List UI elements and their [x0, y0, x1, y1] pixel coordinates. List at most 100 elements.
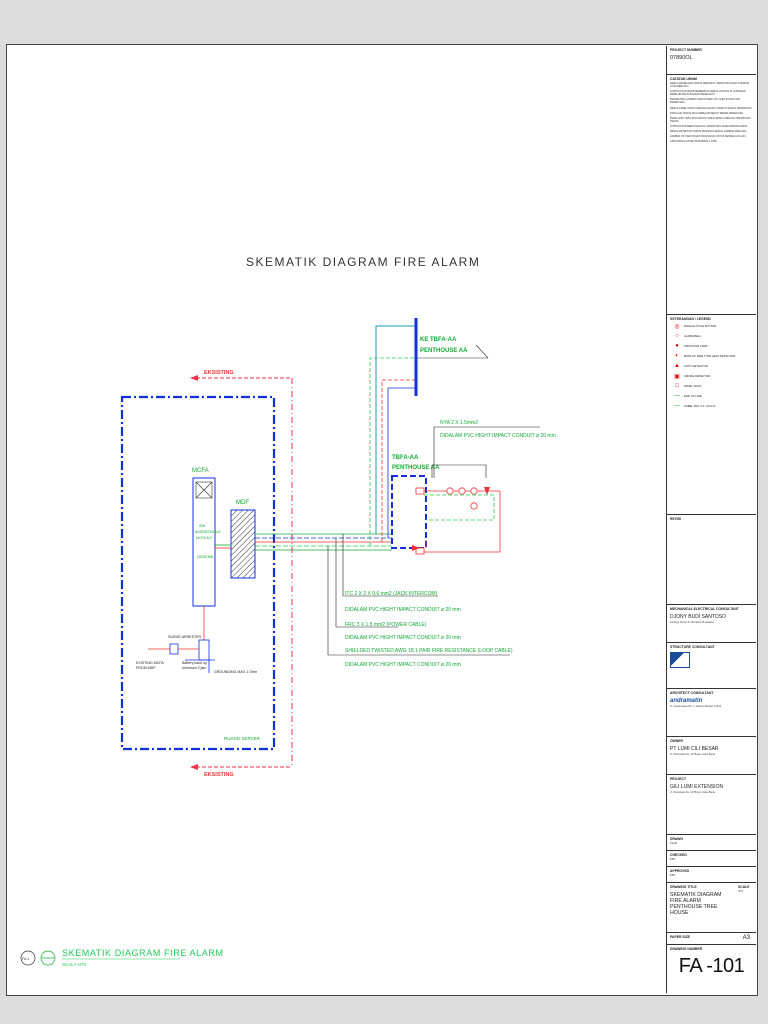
tb-paper: PAPER SIZE A3: [667, 932, 756, 944]
device-4-icon: [470, 502, 478, 510]
structure-logo-icon: [670, 652, 690, 668]
tbfa-2: PENTHOUSE AA: [392, 465, 440, 471]
tb-project-label: PROJECT: [670, 777, 687, 781]
tb-owner-name: PT LUMI CILI BESAR: [670, 746, 719, 752]
tb-drawn-value: TEAM: [670, 842, 678, 845]
battery-box: [198, 639, 210, 661]
tb-architect-name: andramatin: [670, 698, 703, 704]
surge-label: SURGE ARRESTER: [168, 635, 202, 639]
tb-number-value: FA -101: [678, 955, 745, 977]
cable-2a: FRC 3 X 1.5 mm2 (POWER CABLE): [345, 622, 427, 628]
tb-revisi: REVISI: [667, 514, 756, 604]
tb-drawn-label: DRAWN: [670, 837, 683, 841]
cable-1b: DIDALAM PVC HIGHT IMPACT CONDUIT ø 20 mm: [345, 607, 461, 613]
tbfa-top-2: PENTHOUSE AA: [420, 348, 468, 354]
end-of-line-icon: [484, 487, 490, 495]
tb-owner-label: OWNER: [670, 739, 683, 743]
legend-text: SMOKE DETECTOR: [684, 374, 711, 378]
legend-text: END OF LINE: [684, 394, 702, 398]
tb-note: PERUBAHAN GAMBAR HARUS DISETUJUI OLEH KO…: [670, 98, 741, 105]
cable-1a: ITC 2 X 2 X 0,6 mm2 (JACK INTERCOM): [345, 591, 438, 597]
tb-notes-label: CATATAN UMUM: [670, 77, 697, 81]
battery-1: Battery back up: [182, 661, 207, 665]
legend-row: ◐RATE OF RISE TYPE HEAT DETECTOR: [670, 351, 753, 361]
tb-scale-value: NTS: [738, 890, 744, 893]
cable-3a: SHIELDED TWISTED AWG 18 1 PAIR FIRE RESI…: [345, 648, 513, 654]
tb-legend-label: KETERANGAN / LEGEND: [670, 317, 711, 321]
from-panel-2: FROM MDP: [136, 666, 156, 670]
tb-architect-sub: Jl. Cipete Raya No. 1 Jakarta Selatan 12…: [670, 705, 722, 708]
mcfa-panel: [192, 477, 216, 607]
tb-paper-label: PAPER SIZE: [670, 935, 690, 939]
tb-project: PROJECT GILI LUMI EXTENSION Jl. Pariwisa…: [667, 774, 756, 834]
diagram-title: SKEMATIK DIAGRAM FIRE ALARM: [246, 255, 480, 269]
legend-symbol-icon: ◐: [675, 353, 679, 359]
title-block: PROJECT NUMBER 07890OL CATATAN UMUM SEMU…: [666, 46, 756, 993]
tbfa-1: TBFA-AA: [392, 455, 419, 461]
tb-checked-value: DBS: [670, 858, 676, 861]
tb-structure-label: STRUCTURE CONSULTANT: [670, 645, 715, 649]
tb-approved-label: APPROVED: [670, 869, 690, 873]
tb-number-label: DRAWING NUMBER: [670, 947, 703, 951]
mcfa-detail-1: SMI: [199, 524, 205, 528]
tb-checked: CHECKED DBS: [667, 850, 756, 866]
legend-row: ▲ AUTO DETECTOR: [670, 361, 753, 371]
caption-scale: SKALA NTS: [62, 962, 87, 967]
tb-note: INSTALASI HARUS DIUJI SEBELUM SERAH TERI…: [670, 111, 744, 115]
tb-consultant-name: DJONY BUDI SANTOSO: [670, 614, 726, 620]
tb-scale: SCALE NTS: [738, 885, 754, 893]
legend-symbol-icon: ▲: [674, 363, 680, 369]
legend-text: AUTO DETECTOR: [684, 364, 708, 368]
mcfa-detail-2: ADDRESSABLE: [195, 530, 222, 534]
device-2-icon: [458, 487, 466, 495]
tb-project-number: PROJECT NUMBER 07890OL: [667, 46, 756, 74]
tb-paper-value: A3: [742, 935, 750, 941]
legend-symbol-icon: —: [674, 393, 680, 399]
legend-row: □PANEL MCFA: [670, 381, 753, 391]
nya-line-1: NYA 2 X 1.5mm2: [440, 420, 478, 426]
legend-text: KABEL FRC 3 X 1.5mm2: [684, 404, 716, 408]
tb-revisi-label: REVISI: [670, 517, 682, 521]
tb-project-number-label: PROJECT NUMBER: [670, 48, 702, 52]
tb-structure: STRUCTURE CONSULTANT: [667, 642, 756, 688]
tb-note: GROUNDING SISTEM MAKSIMUM 1 OHM: [670, 140, 717, 144]
legend-row: ● INDICATOR LAMP: [670, 341, 753, 351]
tb-approved: APPROVED DBS: [667, 866, 756, 882]
surge-arrester: [169, 643, 179, 655]
tb-approved-value: DBS: [670, 874, 676, 877]
tb-owner-sub: Jl. Pariwisata No. 10 Bogor Jawa Barat: [670, 753, 715, 756]
tb-architect: ARCHITECT CONSULTANT andramatin Jl. Cipe…: [667, 688, 756, 736]
existing-label-top: EKSISTING: [204, 370, 234, 376]
cable-3b: DIDALAM PVC HIGHT IMPACT CONDUIT ø 20 mm: [345, 662, 461, 668]
tb-consultant-sub: Gedung Pusat Jl. Merdeka 45 Jakarta: [670, 621, 714, 624]
tb-consultant: MECHANICAL ELECTRICAL CONSULTANT DJONY B…: [667, 604, 756, 642]
loop-devices: [446, 487, 490, 510]
server-room-boundary: [120, 395, 276, 751]
tb-note: SEMUA PEKERJAAN HARUS MENGIKUTI PERATURA…: [670, 82, 750, 89]
tb-checked-label: CHECKED: [670, 853, 687, 857]
tb-scale-label: SCALE: [738, 885, 750, 889]
mcfa-detail-4: DIDSEMB: [197, 555, 214, 559]
from-panel-1: EXISTING MCFA: [136, 661, 164, 665]
tb-project-sub: Jl. Pariwisata No. 10 Bogor Jawa Barat: [670, 791, 715, 794]
tb-architect-label: ARCHITECT CONSULTANT: [670, 691, 714, 695]
tb-note: SEMUA DETEKTOR HARUS DIPASANG SESUAI GAM…: [670, 130, 747, 134]
legend-text: INDICATOR LAMP: [684, 344, 708, 348]
mdf-panel: [230, 509, 256, 579]
legend-symbol-icon: ▣: [674, 373, 680, 380]
caption-title: SKEMATIK DIAGRAM FIRE ALARM: [62, 948, 224, 958]
legend-text: ALARM BELL: [684, 334, 702, 338]
tb-note: GAMBAR INI TIDAK BOLEH DIGUNAKAN UNTUK K…: [670, 135, 746, 139]
tb-drawn: DRAWN TEAM: [667, 834, 756, 850]
legend-row: ○ALARM BELL: [670, 331, 753, 341]
legend-text: MANUAL PUSH BUTTON: [684, 324, 717, 328]
legend-symbol-icon: ●: [675, 343, 679, 349]
legend-row: — END OF LINE: [670, 391, 753, 401]
tb-note: KONTRAKTOR BERTANGGUNG JAWAB ATAS KESELA…: [670, 124, 748, 128]
legend-row: ◎MANUAL PUSH BUTTON: [670, 321, 753, 331]
tb-owner: OWNER PT LUMI CILI BESAR Jl. Pariwisata …: [667, 736, 756, 774]
callout-circle-text: FA-1: [22, 957, 29, 961]
legend-row: ▣ SMOKE DETECTOR: [670, 371, 753, 381]
grounding-label: GROUNDING MAX 1 Ohm: [214, 670, 257, 674]
tb-drawing-title: DRAWING TITLE SKEMATIK DIAGRAM FIRE ALAR…: [667, 882, 756, 932]
